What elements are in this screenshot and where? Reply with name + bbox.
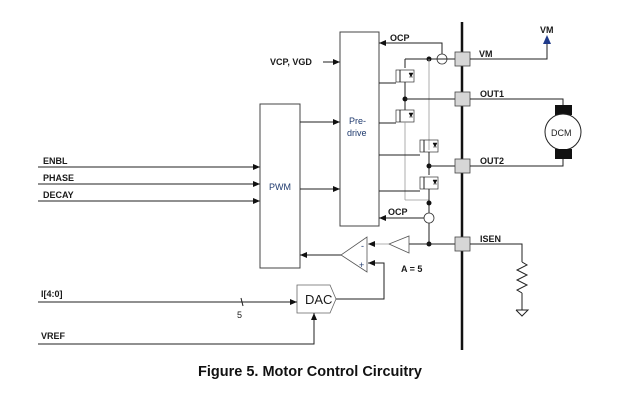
dac-block [296,284,337,314]
sense-resistor-icon [515,261,529,294]
pin-out1-label: OUT1 [480,89,504,99]
pwm-label: PWM [269,182,291,192]
comparator [340,236,368,273]
current-sense-bottom [423,212,435,224]
predrive-block [339,31,380,227]
pad-vm [454,51,471,67]
dac-label: DAC [305,292,332,307]
vcp-vgd-label: VCP, VGD [270,57,312,67]
figure-caption: Figure 5. Motor Control Circuitry [198,364,422,380]
isen-wire-out [470,243,523,262]
predrive-label-1: Pre- [349,116,366,126]
dac-to-comparator [336,260,385,300]
bus-slash [240,297,244,307]
motor-terminal-bottom [555,149,572,159]
predrive-label-2: drive [347,128,367,138]
out1-to-motor [470,98,564,105]
pad-isen [454,236,471,252]
pin-out2-label: OUT2 [480,156,504,166]
phase-signal: PHASE [38,173,260,187]
gain-label: A = 5 [401,264,422,274]
ocp-bottom-label: OCP [388,207,408,217]
vm-supply-wire [470,43,548,60]
pad-out2 [454,158,471,174]
enbl-signal: ENBL [38,156,260,170]
ground-icon [515,309,530,317]
vref-line [38,313,317,345]
decay-label: DECAY [43,190,74,200]
vref-label: VREF [41,331,66,341]
decay-signal: DECAY [38,190,260,204]
bus-width-label: 5 [237,310,242,320]
ocp-top-line [379,40,443,56]
pad-out1 [454,91,471,107]
phase-label: PHASE [43,173,74,183]
comparator-minus: - [361,241,364,251]
comparator-plus: + [359,260,364,270]
vm-supply-label: VM [540,25,554,35]
out2-to-motor [470,159,564,167]
high-side-fet-1 [395,69,415,83]
gain-amplifier [387,235,410,254]
pin-isen-label: ISEN [480,234,501,244]
enbl-label: ENBL [43,156,68,166]
pin-vm-label: VM [479,49,493,59]
low-side-fet-2 [419,176,439,190]
vm-supply-arrow-icon [543,35,551,44]
pwm-block [259,103,301,269]
low-side-fet-1 [395,109,415,123]
bridge-bottom-node [426,200,432,206]
ocp-top-label: OCP [390,33,410,43]
motor-label: DCM [551,128,572,138]
motor-terminal-top [555,105,572,115]
current-bits-label: I[4:0] [41,289,63,299]
